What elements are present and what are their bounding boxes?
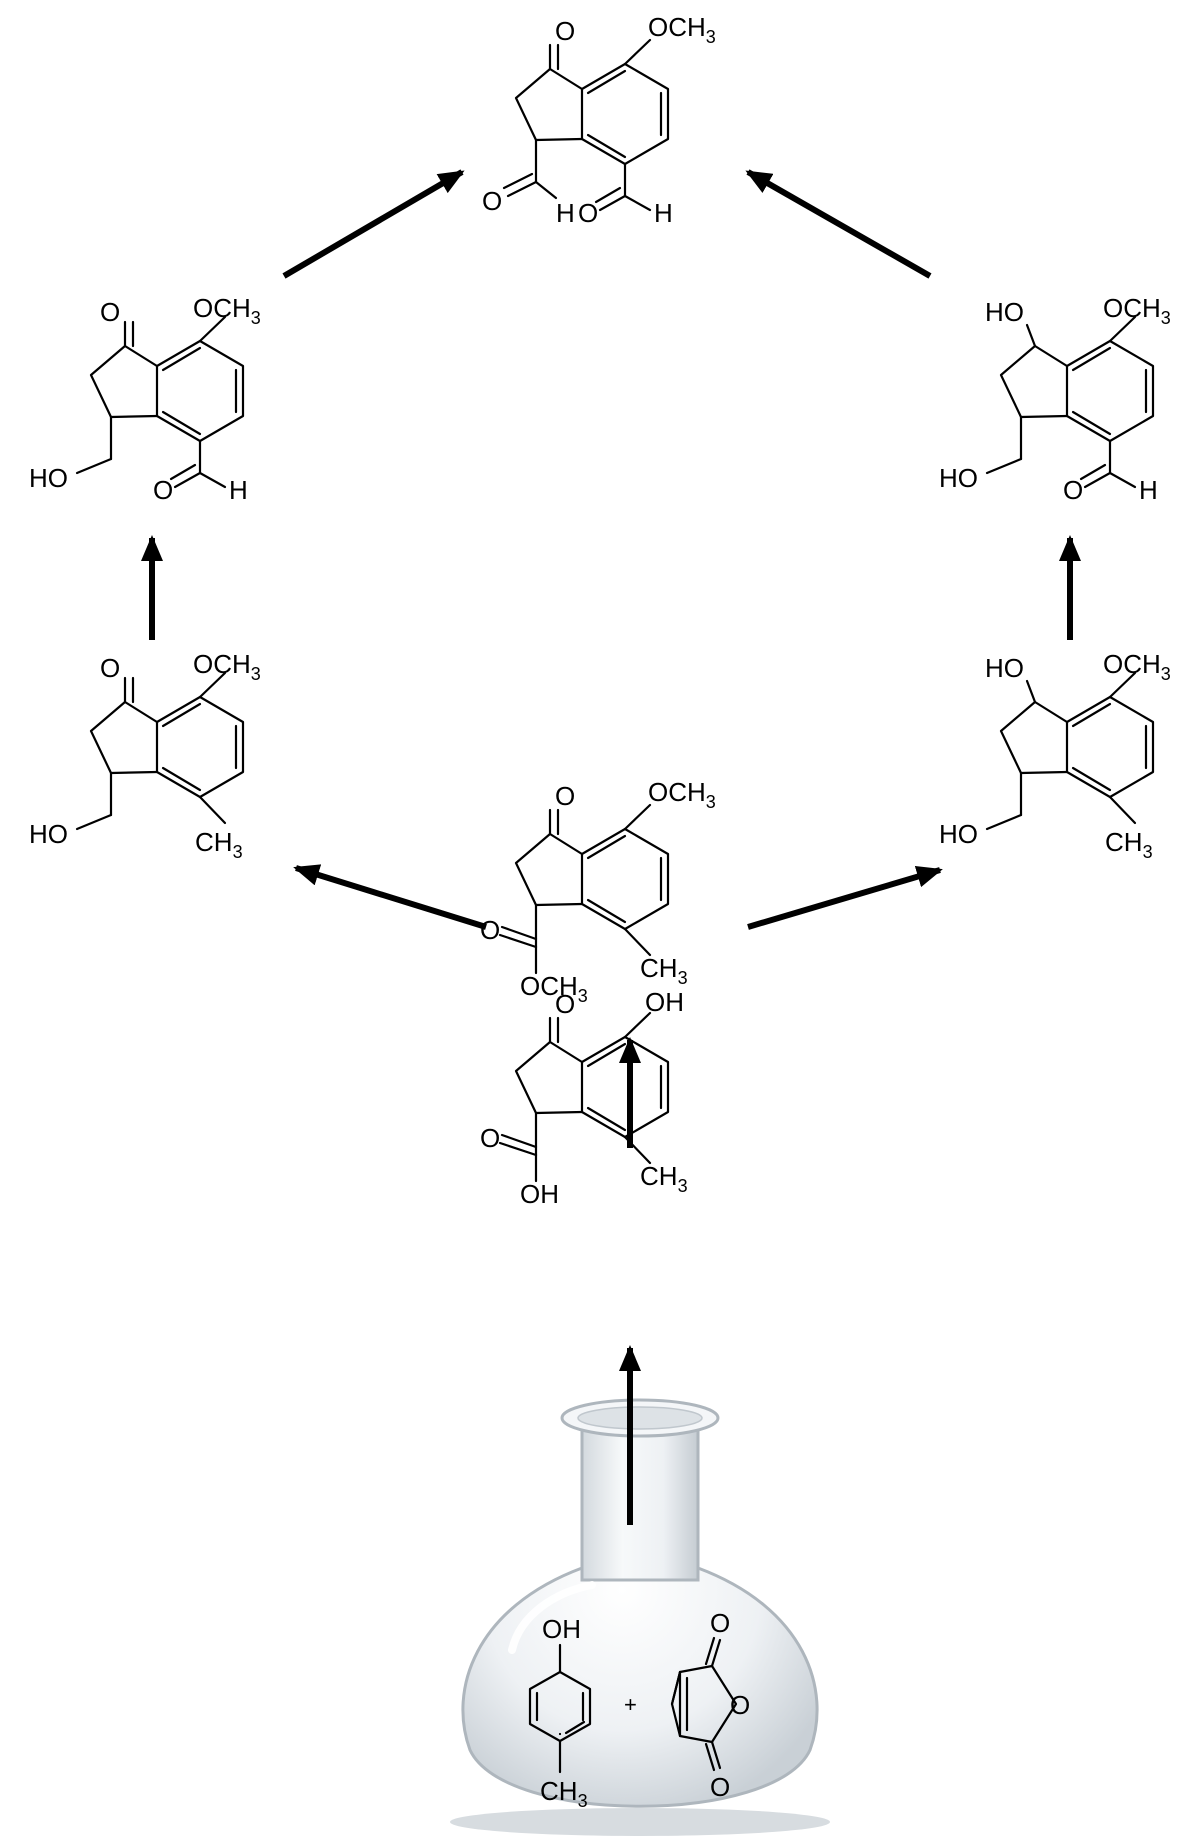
label-o-ketone: O [555, 16, 575, 46]
label-ch3: CH3 [1105, 827, 1153, 862]
arrow-left-aldehyde-to-dialdehyde [282, 169, 465, 279]
molecule-indanone-ester: O OCH3 O OCH3 CH3 [480, 777, 716, 1006]
reactant-p-cresol: OH CH3 [528, 1614, 592, 1811]
label-och3: OCH3 [648, 12, 716, 47]
molecule-right-aldehyde: HO OCH3 HO O H [939, 293, 1171, 505]
label-oh-acid: OH [520, 1179, 559, 1209]
label-o-carbonyl: O [480, 1123, 500, 1153]
label-ch3: CH3 [640, 953, 688, 988]
flask-shadow [450, 1808, 830, 1836]
label-och3: OCH3 [193, 649, 261, 684]
label-och3-ester: OCH3 [520, 971, 588, 1006]
label-o-ketone: O [100, 297, 120, 327]
label-ch3: CH3 [540, 1776, 588, 1811]
label-ch3: CH3 [195, 827, 243, 862]
reactant-maleic-anhydride: O O O [670, 1608, 750, 1802]
label-o-ald2: O [578, 198, 598, 228]
label-oh: OH [542, 1614, 581, 1644]
label-o-ald: O [1063, 475, 1083, 505]
label-ho: HO [29, 819, 68, 849]
label-och3: OCH3 [1103, 293, 1171, 328]
label-o-bottom: O [710, 1772, 730, 1802]
label-och3: OCH3 [193, 293, 261, 328]
label-oh-phenol: OH [645, 987, 684, 1017]
molecule-top-dialdehyde: O OCH3 O H O H [482, 12, 716, 228]
label-o-ketone: O [555, 781, 575, 811]
label-o-top: O [710, 1608, 730, 1638]
label-ho: HO [939, 819, 978, 849]
label-o-ald1: O [482, 186, 502, 216]
label-ho-top: HO [985, 653, 1024, 683]
label-och3: OCH3 [1103, 649, 1171, 684]
label-o-ring: O [730, 1690, 750, 1720]
molecule-left-hydroxymethyl-indanone: O OCH3 HO CH3 [29, 649, 261, 862]
label-o-ketone: O [555, 989, 575, 1019]
label-h-ald: H [1139, 475, 1158, 505]
arrow-ester-to-right-diol [747, 866, 943, 930]
molecule-right-diol: HO OCH3 HO CH3 [939, 649, 1171, 862]
flask-highlight [508, 1581, 596, 1654]
label-h-ald2: H [654, 198, 673, 228]
label-ho: HO [939, 463, 978, 493]
molecule-left-aldehyde: O OCH3 HO O H [29, 293, 261, 505]
label-ho: HO [29, 463, 68, 493]
label-och3: OCH3 [648, 777, 716, 812]
reaction-arrows [141, 169, 1081, 1525]
round-bottom-flask [450, 1398, 830, 1836]
label-ch3: CH3 [640, 1161, 688, 1196]
arrow-right-aldehyde-to-dialdehyde [745, 169, 932, 279]
arrow-ester-to-left-alcohol [293, 864, 487, 930]
label-o-carbonyl: O [480, 915, 500, 945]
label-h-ald: H [229, 475, 248, 505]
label-o-ald: O [153, 475, 173, 505]
flask-rim-inner [577, 1406, 703, 1430]
label-o-ketone: O [100, 653, 120, 683]
flask-neck [580, 1418, 700, 1582]
label-h-ald1: H [556, 198, 575, 228]
label-ho-top: HO [985, 297, 1024, 327]
plus-sign: + [624, 1692, 637, 1717]
molecule-indanone-acid: O OH O OH CH3 [480, 987, 688, 1209]
